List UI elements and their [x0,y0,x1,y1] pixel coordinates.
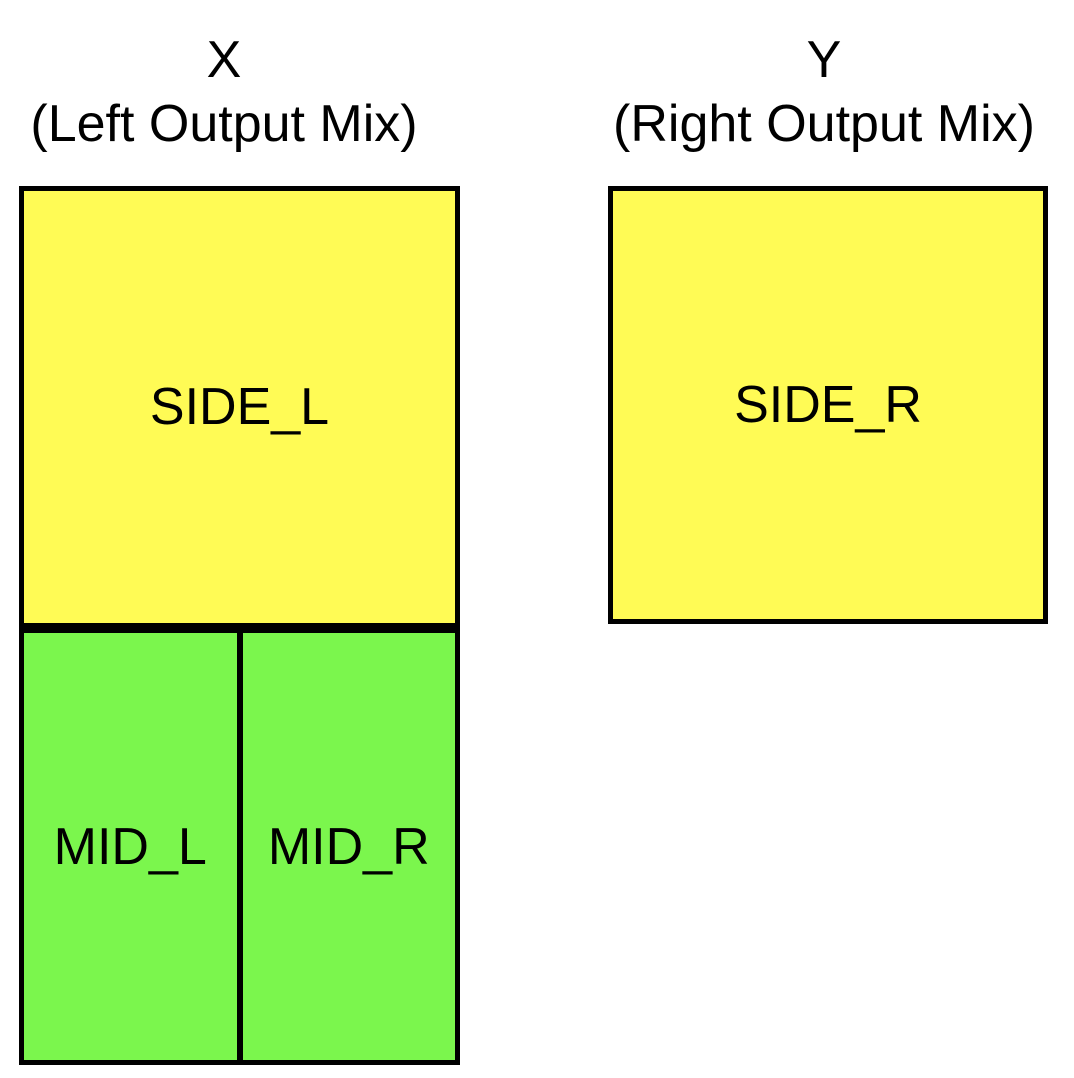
side-l-label: SIDE_L [149,378,330,436]
left-column-title: X [206,31,242,89]
side-r-box: SIDE_R [608,186,1048,624]
mid-r-box: MID_R [236,633,455,1060]
mid-l-label: MID_L [53,817,207,876]
right-column-subtitle: (Right Output Mix) [613,95,1035,153]
mid-l-box: MID_L [24,633,237,1060]
side-l-box: SIDE_L [19,186,460,628]
right-column-title: Y [806,31,842,89]
left-column-header: X (Left Output Mix) [0,28,448,156]
side-r-label: SIDE_R [734,376,922,434]
left-column-subtitle: (Left Output Mix) [30,95,418,153]
mid-r-label: MID_R [267,817,430,876]
right-column-header: Y (Right Output Mix) [600,28,1048,156]
mid-boxes-row: MID_L MID_R [19,628,460,1065]
